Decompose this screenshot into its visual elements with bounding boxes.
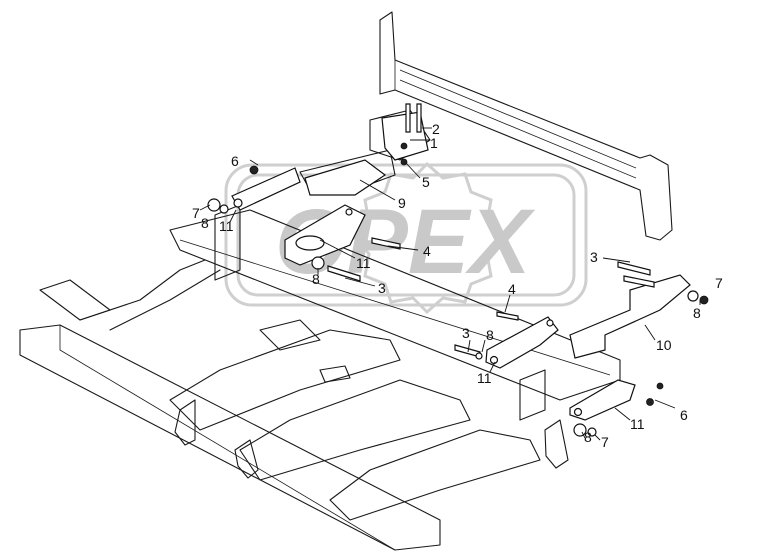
callout-8: 8 — [201, 215, 209, 231]
callout-11: 11 — [630, 416, 645, 432]
callout-6: 6 — [231, 153, 239, 169]
callout-labels: 2 1 5 6 9 7 8 11 4 11 8 3 3 7 8 4 3 8 10… — [192, 121, 723, 450]
callout-9: 9 — [398, 195, 406, 211]
callout-7: 7 — [601, 434, 609, 450]
callout-3: 3 — [590, 249, 598, 265]
callout-11: 11 — [477, 370, 492, 386]
part-bracket-10 — [569, 274, 691, 359]
callout-11: 11 — [219, 218, 234, 234]
callout-1: 1 — [430, 135, 438, 151]
callout-4: 4 — [423, 243, 431, 259]
callout-3: 3 — [462, 325, 470, 341]
callout-8: 8 — [486, 327, 494, 343]
callout-5: 5 — [422, 174, 430, 190]
callout-2: 2 — [432, 121, 440, 137]
part-plate-11-lower-right — [569, 379, 636, 421]
callout-3: 3 — [378, 280, 386, 296]
callout-7: 7 — [715, 275, 723, 291]
part-plate-11-top-left — [231, 167, 301, 211]
callout-10: 10 — [656, 337, 672, 353]
callout-11: 11 — [356, 255, 371, 271]
callout-8: 8 — [584, 429, 592, 445]
callout-8: 8 — [693, 305, 701, 321]
part-plate-11-right — [485, 316, 559, 369]
leader-lines — [199, 127, 701, 441]
callout-8: 8 — [312, 271, 320, 287]
callout-7: 7 — [192, 205, 200, 221]
callout-6: 6 — [680, 407, 688, 423]
callout-4: 4 — [508, 281, 516, 297]
part-plate-11-center — [284, 204, 366, 266]
